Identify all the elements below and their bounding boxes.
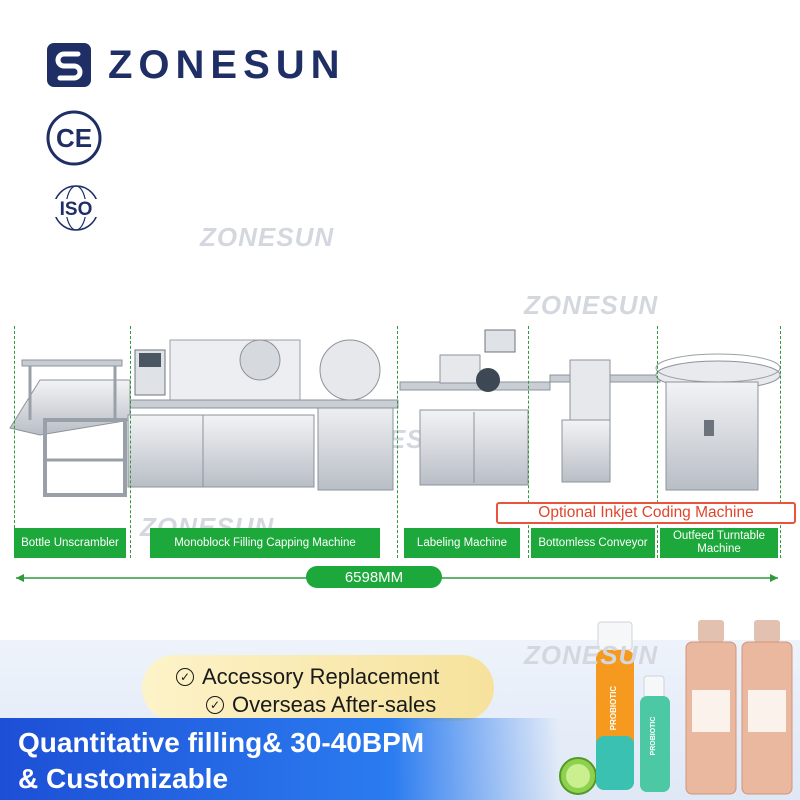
perfume-bottle — [685, 620, 737, 795]
brand-name: ZONESUN — [108, 43, 346, 87]
outfeed-turntable-machine — [655, 353, 781, 491]
section-divider — [780, 326, 781, 558]
dimension-label: 6598MM — [306, 566, 442, 588]
orange-spray-bottle: PROBIOTIC — [596, 621, 634, 790]
section-divider — [130, 326, 131, 558]
section-divider — [657, 326, 658, 558]
product-brand-text: PROBIOTIC — [609, 686, 618, 731]
headline-line-1: Quantitative filling& 30-40BPM — [18, 727, 425, 758]
brand-logo-icon — [47, 43, 91, 87]
machine-label-outfeed-turntable: Outfeed Turntable Machine — [660, 528, 778, 558]
machine-label-filling-capping: Monoblock Filling Capping Machine — [150, 528, 380, 558]
headline-line-2: & Customizable — [18, 763, 229, 794]
headline-band — [0, 718, 560, 800]
perfume-bottle — [741, 620, 793, 795]
feature-text: Overseas After-sales — [232, 692, 437, 717]
filling-capping-machine — [127, 339, 399, 491]
check-circle-icon: ✓ — [206, 696, 224, 714]
machine-label-bottle-unscrambler: Bottle Unscrambler — [14, 528, 126, 558]
iso-text: ISO — [60, 199, 93, 220]
machine-label-labeling: Labeling Machine — [404, 528, 520, 558]
production-line-illustration — [9, 329, 781, 497]
bottle-unscrambler-machine — [9, 359, 131, 497]
feature-item: ✓ Accessory Replacement — [176, 664, 439, 690]
product-bottles-image: PROBIOTIC PROBIOTIC — [559, 620, 793, 795]
ce-text: CE — [56, 123, 92, 153]
feature-text: Accessory Replacement — [202, 664, 440, 689]
check-circle-icon: ✓ — [176, 668, 194, 686]
feature-item: ✓ Overseas After-sales — [206, 692, 436, 718]
section-divider — [397, 326, 398, 558]
bottomless-conveyor — [549, 359, 661, 483]
optional-inkjet-label: Optional Inkjet Coding Machine — [496, 502, 796, 524]
lime-slice-icon — [559, 757, 597, 795]
labeling-machine — [399, 329, 551, 486]
watermark: ZONESUN — [200, 222, 335, 252]
machine-label-bottomless-conveyor: Bottomless Conveyor — [531, 528, 655, 558]
watermark: ZONESUN — [524, 290, 659, 320]
ce-certification-icon: CE — [46, 110, 102, 166]
green-spray-bottle: PROBIOTIC — [640, 675, 670, 792]
section-divider — [14, 326, 15, 558]
features-pill — [142, 655, 494, 721]
watermark: ZONESUN — [524, 640, 659, 670]
iso-certification-icon: ISO — [48, 185, 104, 231]
product-brand-text: PROBIOTIC — [650, 717, 657, 756]
section-divider — [528, 326, 529, 558]
